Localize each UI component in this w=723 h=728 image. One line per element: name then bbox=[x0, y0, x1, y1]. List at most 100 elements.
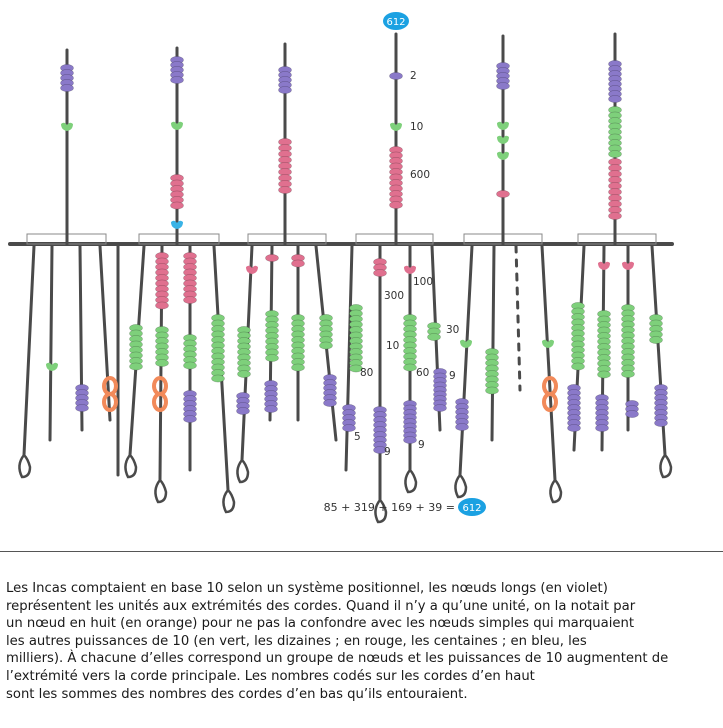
caption: Les Incas comptaient en base 10 selon un… bbox=[6, 580, 718, 703]
tens-knot bbox=[61, 122, 73, 131]
unit-knot bbox=[595, 424, 609, 432]
quipu-knots bbox=[46, 56, 668, 454]
figure-eight-knot bbox=[542, 376, 558, 412]
unit-knot bbox=[389, 72, 403, 80]
tens-knot bbox=[183, 361, 197, 370]
hundreds-knot bbox=[183, 296, 197, 304]
cord-end-loop bbox=[124, 454, 138, 479]
figure-eight-knot bbox=[152, 376, 168, 412]
caption-line: représentent les unités aux extrémités d… bbox=[6, 598, 636, 614]
thousands-knot bbox=[171, 220, 183, 229]
tens-knot bbox=[485, 386, 499, 395]
tens-knot bbox=[390, 122, 402, 131]
hundreds-knot bbox=[373, 269, 387, 277]
unit-knot bbox=[170, 76, 184, 84]
pendant-cord bbox=[22, 244, 36, 457]
unit-knot bbox=[496, 82, 510, 90]
hundreds-knot bbox=[265, 254, 279, 262]
pendant-label-60: 60 bbox=[416, 367, 429, 379]
tens-knot bbox=[597, 370, 611, 379]
quipu-cords bbox=[8, 32, 674, 524]
unit-knot bbox=[403, 436, 417, 444]
cord-end-loop bbox=[18, 454, 32, 479]
pendant-label-300: 300 bbox=[384, 290, 404, 302]
pendant-cord bbox=[514, 244, 522, 392]
hundreds-knot bbox=[170, 201, 184, 210]
pendant-label-10: 10 bbox=[386, 340, 399, 352]
cord-end-loop bbox=[404, 469, 418, 494]
unit-knot bbox=[323, 399, 337, 407]
tens-knot bbox=[46, 362, 58, 371]
hundreds-knot bbox=[389, 201, 403, 209]
cord-end-loop bbox=[154, 479, 168, 504]
tens-knot bbox=[571, 362, 585, 371]
tens-knot bbox=[129, 362, 143, 371]
top-label-tens: 10 bbox=[410, 121, 423, 133]
pendant-cord bbox=[344, 244, 354, 472]
pendant-label-100: 100 bbox=[413, 276, 433, 288]
cord-bracket bbox=[247, 233, 327, 245]
unit-knot bbox=[183, 415, 197, 423]
pendant-cord bbox=[490, 244, 496, 442]
tens-knot bbox=[460, 339, 472, 348]
top-value-text: 612 bbox=[386, 17, 405, 28]
unit-knot bbox=[373, 446, 387, 454]
hundreds-knot bbox=[622, 261, 634, 270]
caption-line: l’extrémité vers la corde principale. Le… bbox=[6, 668, 535, 684]
tens-knot bbox=[291, 363, 305, 372]
equation-result: 612 bbox=[462, 503, 481, 514]
caption-line: Les Incas comptaient en base 10 selon un… bbox=[6, 581, 608, 596]
unit-knot bbox=[625, 410, 639, 418]
hundreds-knot bbox=[155, 301, 169, 310]
hundreds-knot bbox=[246, 265, 258, 274]
hundreds-knot bbox=[496, 190, 510, 198]
unit-knot bbox=[433, 404, 447, 412]
tens-knot bbox=[349, 364, 363, 373]
hundreds-knot bbox=[598, 261, 610, 270]
hundreds-knot bbox=[278, 186, 292, 194]
tens-knot bbox=[608, 150, 622, 158]
caption-line: sont les sommes des nombres des cordes d… bbox=[6, 686, 468, 702]
hundreds-knot bbox=[291, 259, 305, 268]
unit-knot bbox=[342, 424, 356, 432]
tens-knot bbox=[211, 374, 225, 383]
tens-knot bbox=[649, 336, 663, 344]
quipu-diagram: 612 2 10 600 100 300 10 30 80 60 9 5 9 9… bbox=[8, 12, 674, 524]
tens-knot bbox=[265, 354, 279, 362]
unit-knot bbox=[236, 407, 250, 415]
cord-end-loop bbox=[454, 474, 468, 499]
unit-knot bbox=[264, 405, 278, 413]
figure-eight-knot bbox=[102, 376, 118, 412]
pendant-cord bbox=[98, 244, 112, 422]
caption-line: un nœud en huit (en orange) pour ne pas … bbox=[6, 616, 635, 632]
tens-knot bbox=[171, 121, 183, 130]
tens-knot bbox=[155, 359, 169, 367]
pendant-cord bbox=[540, 244, 557, 482]
top-label-hundreds: 600 bbox=[410, 169, 430, 181]
tens-knot bbox=[319, 341, 333, 350]
tens-knot bbox=[497, 151, 509, 160]
tens-knot bbox=[427, 333, 441, 341]
pendant-label-30: 30 bbox=[446, 324, 459, 336]
unit-knot bbox=[608, 95, 622, 103]
pendant-label-9: 9 bbox=[449, 370, 456, 382]
cord-bracket bbox=[138, 233, 220, 245]
hundreds-knot bbox=[608, 212, 622, 220]
separator-line bbox=[0, 551, 723, 552]
equation-text: 85 + 319 + 169 + 39 = bbox=[324, 501, 455, 514]
top-label-units: 2 bbox=[410, 70, 417, 82]
cord-end-loop bbox=[222, 489, 236, 514]
cord-end-loop bbox=[549, 479, 563, 504]
cord-end-loop bbox=[236, 459, 250, 484]
pendant-label-5: 5 bbox=[354, 431, 361, 443]
caption-line: les autres puissances de 10 (en vert, le… bbox=[6, 633, 587, 649]
pendant-label-9c: 9 bbox=[418, 439, 425, 451]
unit-knot bbox=[278, 86, 292, 94]
hundreds-knot bbox=[404, 265, 416, 274]
tens-knot bbox=[497, 121, 509, 130]
unit-knot bbox=[567, 424, 581, 432]
cord-bracket bbox=[577, 233, 657, 245]
pendant-cord bbox=[48, 244, 54, 442]
top-value-badge: 612 bbox=[383, 12, 409, 30]
unit-knot bbox=[654, 419, 668, 427]
